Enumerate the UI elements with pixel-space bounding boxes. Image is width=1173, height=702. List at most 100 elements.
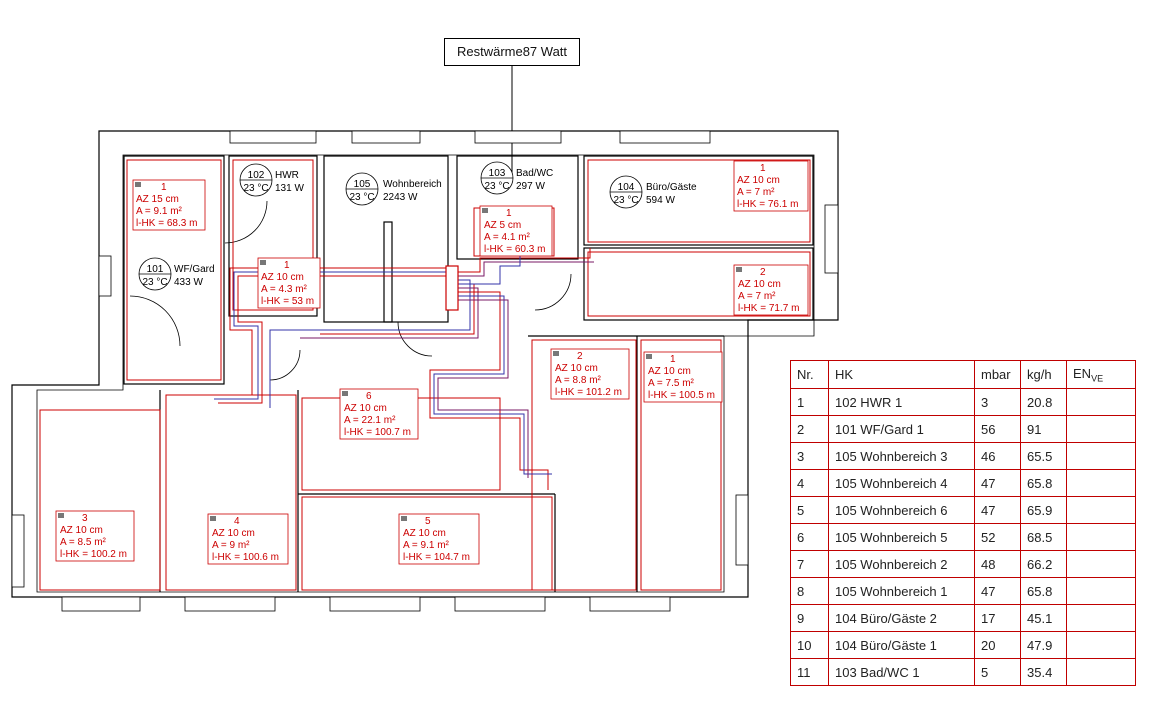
header-nr: Nr. — [790, 360, 829, 389]
cell-mbar: 3 — [974, 388, 1021, 416]
circuit-az: AZ 5 cm — [484, 220, 521, 231]
circuit-az: AZ 10 cm — [738, 279, 781, 290]
circuit-area: A = 4.1 m² — [484, 232, 531, 243]
cell-mbar: 47 — [974, 577, 1021, 605]
heating-loops — [39, 159, 811, 591]
cell-en — [1066, 523, 1136, 551]
cell-kgh: 66.2 — [1020, 550, 1067, 578]
circuit-az: AZ 10 cm — [737, 175, 780, 186]
cell-nr: 8 — [790, 577, 829, 605]
circuit-nr: 1 — [506, 208, 512, 219]
circuit-label: 6 AZ 10 cm A = 22.1 m² l-HK = 100.7 m — [339, 388, 419, 440]
cell-mbar: 56 — [974, 415, 1021, 443]
room-id: 104 — [618, 182, 635, 193]
cell-mbar: 17 — [974, 604, 1021, 632]
cell-hk: 104 Büro/Gäste 2 — [828, 604, 975, 632]
cell-kgh: 65.8 — [1020, 469, 1067, 497]
cell-kgh: 91 — [1020, 415, 1067, 443]
circuit-length: l-HK = 53 m — [261, 296, 314, 307]
header-en-sub: VE — [1091, 373, 1104, 384]
cell-en — [1066, 496, 1136, 524]
circuit-az: AZ 10 cm — [212, 528, 255, 539]
circuit-length: l-HK = 104.7 m — [403, 552, 470, 563]
room-id: 105 — [354, 179, 371, 190]
cell-hk: 101 WF/Gard 1 — [828, 415, 975, 443]
circuit-label: 1 AZ 5 cm A = 4.1 m² l-HK = 60.3 m — [479, 205, 553, 257]
room-id: 102 — [248, 170, 265, 181]
cell-mbar: 47 — [974, 469, 1021, 497]
room-name: WF/Gard — [174, 264, 215, 275]
circuit-area: A = 8.8 m² — [555, 375, 602, 386]
circuit-length: l-HK = 76.1 m — [737, 199, 798, 210]
room-power: 131 W — [275, 183, 304, 194]
header-en: ENVE — [1066, 360, 1136, 389]
circuit-az: AZ 10 cm — [344, 403, 387, 414]
cell-en — [1066, 388, 1136, 416]
circuit-length: l-HK = 71.7 m — [738, 303, 799, 314]
cell-nr: 4 — [790, 469, 829, 497]
cell-hk: 105 Wohnbereich 1 — [828, 577, 975, 605]
circuit-area: A = 7 m² — [738, 291, 776, 302]
cell-kgh: 68.5 — [1020, 523, 1067, 551]
cell-hk: 105 Wohnbereich 6 — [828, 496, 975, 524]
cell-en — [1066, 415, 1136, 443]
cell-en — [1066, 469, 1136, 497]
room-label-102: 102 23 °C HWR 131 W — [239, 163, 304, 197]
circuit-length: l-HK = 101.2 m — [555, 387, 622, 398]
circuit-label: 2 AZ 10 cm A = 7 m² l-HK = 71.7 m — [733, 264, 809, 316]
circuit-area: A = 9 m² — [212, 540, 250, 551]
circuit-area: A = 22.1 m² — [344, 415, 396, 426]
circuit-az: AZ 10 cm — [555, 363, 598, 374]
room-id: 101 — [147, 264, 164, 275]
cell-hk: 104 Büro/Gäste 1 — [828, 631, 975, 659]
room-temp: 23 °C — [349, 192, 374, 203]
circuit-label: 1 AZ 10 cm A = 7.5 m² l-HK = 100.5 m — [643, 351, 723, 403]
room-label-103: 103 23 °C Bad/WC 297 W — [480, 161, 553, 195]
room-power: 297 W — [516, 181, 545, 192]
circuit-label: 1 AZ 10 cm A = 7 m² l-HK = 76.1 m — [733, 160, 809, 212]
circuit-nr: 1 — [284, 260, 290, 271]
header-hk: HK — [828, 360, 975, 389]
cell-nr: 9 — [790, 604, 829, 632]
circuit-nr: 3 — [82, 513, 88, 524]
cell-mbar: 48 — [974, 550, 1021, 578]
circuit-label: 3 AZ 10 cm A = 8.5 m² l-HK = 100.2 m — [55, 510, 135, 562]
circuit-nr: 6 — [366, 391, 372, 402]
cell-mbar: 20 — [974, 631, 1021, 659]
room-power: 433 W — [174, 277, 203, 288]
circuit-label: 5 AZ 10 cm A = 9.1 m² l-HK = 104.7 m — [398, 513, 480, 565]
valve-icon — [553, 351, 559, 356]
circuit-area: A = 7.5 m² — [648, 378, 695, 389]
cell-mbar: 52 — [974, 523, 1021, 551]
cell-mbar: 46 — [974, 442, 1021, 470]
cell-mbar: 47 — [974, 496, 1021, 524]
room-temp: 23 °C — [484, 181, 509, 192]
cell-kgh: 65.5 — [1020, 442, 1067, 470]
room-temp: 23 °C — [142, 277, 167, 288]
cell-nr: 7 — [790, 550, 829, 578]
valve-icon — [135, 182, 141, 187]
cell-kgh: 20.8 — [1020, 388, 1067, 416]
circuit-nr: 1 — [670, 354, 676, 365]
cell-nr: 11 — [790, 658, 829, 686]
cell-nr: 1 — [790, 388, 829, 416]
cell-hk: 105 Wohnbereich 3 — [828, 442, 975, 470]
cell-en — [1066, 658, 1136, 686]
cell-en — [1066, 442, 1136, 470]
cell-en — [1066, 604, 1136, 632]
circuit-nr: 1 — [161, 182, 167, 193]
circuit-area: A = 8.5 m² — [60, 537, 107, 548]
circuit-az: AZ 10 cm — [648, 366, 691, 377]
cell-hk: 103 Bad/WC 1 — [828, 658, 975, 686]
room-name: Wohnbereich — [383, 179, 442, 190]
circuit-nr: 5 — [425, 516, 431, 527]
manifold — [445, 265, 459, 311]
cell-hk: 102 HWR 1 — [828, 388, 975, 416]
